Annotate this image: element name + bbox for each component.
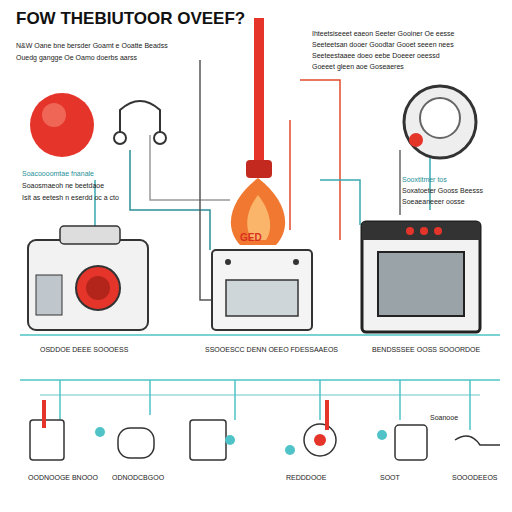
label: OODNOOGE BNOOO [28, 474, 98, 482]
label: Soxatoeter Gooss Beesss [402, 187, 483, 195]
label: SOOT [380, 474, 400, 482]
label: Seeteestaaee doeo eebe Doeeer oeessd [312, 52, 440, 60]
label: Soanooe [430, 414, 458, 422]
label: Soacoooomtae fnanale [22, 170, 94, 178]
label: Soeaeaneeer oosse [402, 198, 465, 206]
label: SSOOESCC DENN OEEO FDESSAAEOS [205, 346, 338, 354]
label: SOOODEEOS [452, 474, 498, 482]
label: ODNODCBGOO [112, 474, 164, 482]
label: Isit as eetesh n eserdd oc a cto [22, 194, 119, 202]
label: N&W Oane bne bersder Goamt e Ooatte Bead… [16, 42, 168, 50]
label: Seeteetsan dooer Goodtar Gooet seeen nee… [312, 41, 454, 49]
label: GED [240, 232, 262, 243]
label: OSDDOE DEEE SOOOESS [40, 346, 128, 354]
label: Ihteetsiseeet eaeon Seeter Gooiner Oe ee… [312, 30, 454, 38]
label: Ouedg gangge Oe Oamo doerbs aarss [16, 54, 137, 62]
title: FOW THEBIUTOOR OVEEF? [16, 10, 245, 29]
label: Goeeet gleen aoe Goseaeres [312, 63, 404, 71]
label: REDDDOOE [286, 474, 326, 482]
label: Sooxtitmer tos [402, 176, 447, 184]
label: Soaosmaeoh ne beetdaoe [22, 182, 104, 190]
label: BENDSSSEE OOSS SOOORDOE [372, 346, 480, 354]
